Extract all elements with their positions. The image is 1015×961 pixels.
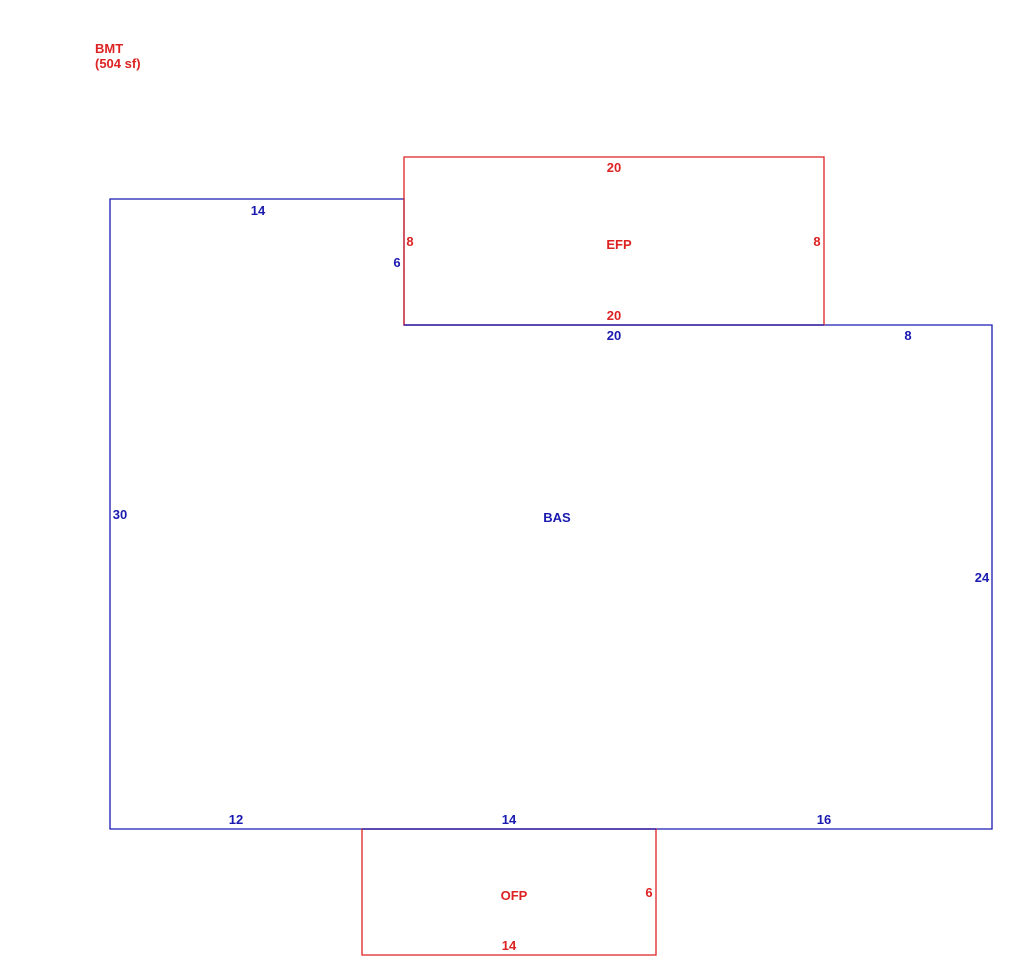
- bas-dim-bottom-mid: 14: [502, 812, 517, 827]
- note-subtitle: (504 sf): [95, 56, 141, 71]
- bas-area-label: BAS: [543, 510, 571, 525]
- efp-dim-bottom: 20: [607, 308, 621, 323]
- bas-dim-bottom-right: 16: [817, 812, 831, 827]
- bas-dim-bottom-left: 12: [229, 812, 243, 827]
- ofp-area-label: OFP: [501, 888, 528, 903]
- efp-dim-left: 8: [406, 234, 413, 249]
- efp-dim-top: 20: [607, 160, 621, 175]
- bas-dim-step-horizontal: 20: [607, 328, 621, 343]
- bas-dim-step-vertical: 6: [393, 255, 400, 270]
- bas-dim-right: 24: [975, 570, 990, 585]
- bas-dim-top-left: 14: [251, 203, 266, 218]
- note-title: BMT: [95, 41, 123, 56]
- ofp-dim-bottom: 14: [502, 938, 517, 953]
- efp-dim-right: 8: [813, 234, 820, 249]
- ofp-dim-right: 6: [645, 885, 652, 900]
- bas-dim-top-right: 8: [904, 328, 911, 343]
- bas-dim-left: 30: [113, 507, 127, 522]
- efp-area-label: EFP: [606, 237, 632, 252]
